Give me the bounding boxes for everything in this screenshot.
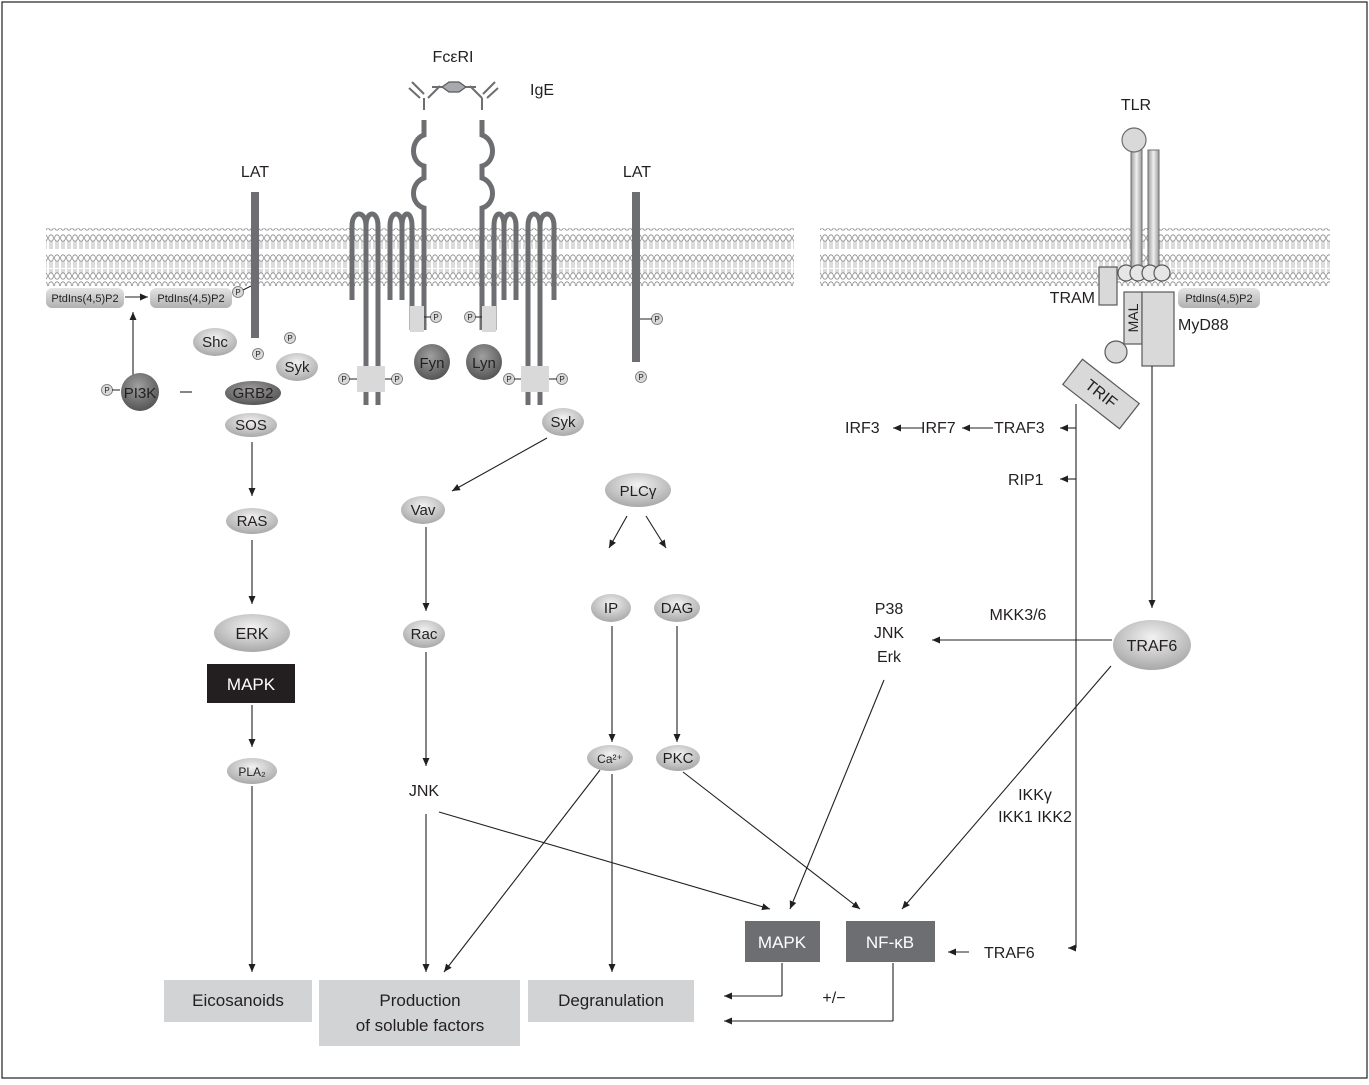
- svg-text:PtdIns(4,5)P2: PtdIns(4,5)P2: [51, 293, 118, 305]
- svg-text:ERK: ERK: [236, 626, 269, 643]
- lat-left-label: LAT: [241, 164, 269, 181]
- myd88-label: MyD88: [1178, 317, 1229, 334]
- svg-text:PtdIns(4,5)P2: PtdIns(4,5)P2: [1185, 293, 1252, 305]
- lat-right-bar: [632, 192, 640, 362]
- svg-text:P: P: [467, 313, 472, 322]
- svg-text:GRB2: GRB2: [233, 385, 274, 402]
- tlr-ligand-circle: [1122, 128, 1146, 152]
- svg-text:Production: Production: [379, 991, 460, 1010]
- tram-box: [1099, 267, 1117, 305]
- right-cell-membrane: [820, 228, 1330, 286]
- svg-text:DAG: DAG: [661, 600, 694, 617]
- traf3-label: TRAF3: [994, 420, 1045, 437]
- erk-tlr-label: Erk: [877, 649, 902, 666]
- traf6-lower-label: TRAF6: [984, 945, 1035, 962]
- irf3-label: IRF3: [845, 420, 880, 437]
- plus-minus-label: +/−: [822, 990, 845, 1007]
- svg-text:IP: IP: [604, 600, 618, 617]
- ikkg-label: IKKγ: [1018, 787, 1052, 804]
- jnk-tlr-label: JNK: [874, 625, 905, 642]
- lat-left-bar: [251, 192, 259, 338]
- svg-text:Rac: Rac: [411, 626, 438, 643]
- svg-text:Lyn: Lyn: [472, 355, 496, 372]
- myd88-box: [1142, 292, 1174, 366]
- svg-text:PtdIns(4,5)P2: PtdIns(4,5)P2: [157, 293, 224, 305]
- ige-label: IgE: [530, 82, 554, 99]
- svg-text:SOS: SOS: [235, 417, 267, 434]
- irf7-label: IRF7: [921, 420, 956, 437]
- tlr-label: TLR: [1121, 97, 1151, 114]
- svg-text:Eicosanoids: Eicosanoids: [192, 991, 284, 1010]
- svg-text:PKC: PKC: [663, 750, 694, 767]
- jnk-center-label: JNK: [409, 783, 440, 800]
- svg-text:Vav: Vav: [411, 502, 436, 519]
- svg-text:Shc: Shc: [202, 334, 228, 351]
- svg-text:Syk: Syk: [550, 414, 576, 431]
- svg-text:P: P: [287, 334, 292, 343]
- connectors: [125, 297, 1152, 1021]
- svg-text:of soluble factors: of soluble factors: [356, 1016, 485, 1035]
- itam-right: [521, 366, 549, 392]
- rip1-label: RIP1: [1008, 472, 1044, 489]
- svg-text:P: P: [255, 350, 260, 359]
- svg-text:TRAF6: TRAF6: [1127, 638, 1178, 655]
- svg-text:NF-κB: NF-κB: [866, 933, 914, 952]
- tram-label: TRAM: [1050, 290, 1095, 307]
- svg-text:Ca²⁺: Ca²⁺: [597, 752, 623, 766]
- svg-text:P: P: [654, 315, 659, 324]
- svg-text:PLA₂: PLA₂: [238, 765, 266, 779]
- svg-text:PI3K: PI3K: [124, 385, 157, 402]
- svg-text:P: P: [559, 375, 564, 384]
- svg-text:Degranulation: Degranulation: [558, 991, 664, 1010]
- itam-gamma-left: [410, 306, 424, 332]
- svg-text:P: P: [638, 373, 643, 382]
- svg-text:P: P: [506, 375, 511, 384]
- svg-text:Syk: Syk: [284, 359, 310, 376]
- mkk-label: MKK3/6: [990, 607, 1047, 624]
- ikk12-label: IKK1 IKK2: [998, 809, 1072, 826]
- mal-label: MAL: [1125, 303, 1141, 332]
- itam-gamma-right: [482, 306, 496, 332]
- svg-text:P: P: [433, 313, 438, 322]
- itam-left: [357, 366, 385, 392]
- trif-adaptor-circle: [1105, 341, 1127, 363]
- svg-text:MAPK: MAPK: [758, 933, 807, 952]
- svg-text:MAPK: MAPK: [227, 675, 276, 694]
- svg-text:P: P: [394, 375, 399, 384]
- p38-label: P38: [875, 601, 904, 618]
- production-box: [319, 980, 520, 1046]
- fceri-label: FcεRI: [433, 49, 474, 66]
- lat-right-label: LAT: [623, 164, 651, 181]
- svg-text:P: P: [341, 375, 346, 384]
- svg-text:P: P: [104, 386, 109, 395]
- svg-text:Fyn: Fyn: [419, 355, 444, 372]
- left-cell-membrane: [46, 228, 794, 286]
- svg-text:RAS: RAS: [237, 513, 268, 530]
- svg-text:P: P: [235, 288, 240, 297]
- svg-text:PLCγ: PLCγ: [620, 483, 657, 500]
